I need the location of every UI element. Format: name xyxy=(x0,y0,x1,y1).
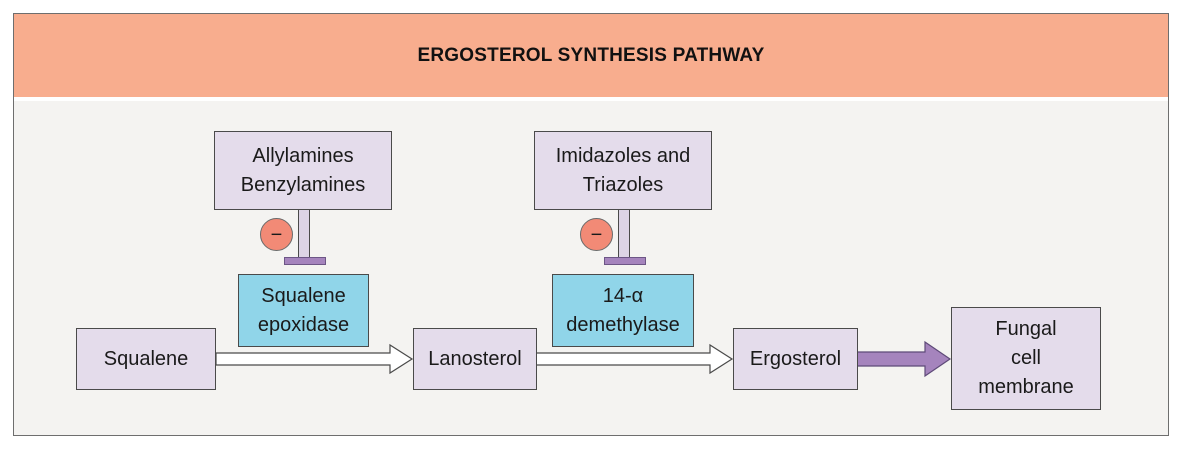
enzyme-label-line: demethylase xyxy=(566,313,680,336)
inhibition-stem xyxy=(618,210,630,257)
enzyme-squalene-epoxidase-box: Squalene epoxidase xyxy=(238,274,369,347)
inhibitor-label-line: Allylamines xyxy=(252,144,354,167)
arrow-ergosterol-to-membrane xyxy=(856,340,952,378)
inhibition-minus-icon: − xyxy=(580,218,613,251)
fungal-cell-membrane-box: Fungal cell membrane xyxy=(951,307,1101,410)
enzyme-label-line: Squalene xyxy=(261,284,346,307)
arrow-lanosterol-to-ergosterol xyxy=(535,343,734,375)
ergosterol-label: Ergosterol xyxy=(749,347,842,370)
membrane-label-line: Fungal xyxy=(995,318,1057,340)
inhibitor-label-line: Imidazoles and xyxy=(555,144,691,167)
header-separator xyxy=(14,97,1168,101)
inhibition-bar xyxy=(604,257,646,265)
squalene-label: Squalene xyxy=(103,347,189,370)
inhibitor-label-line: Triazoles xyxy=(582,173,664,196)
header-banner: ERGOSTEROL SYNTHESIS PATHWAY xyxy=(14,14,1168,97)
inhibition-minus-icon: − xyxy=(260,218,293,251)
enzyme-label-line: 14-α xyxy=(602,284,644,307)
lanosterol-box: Lanosterol xyxy=(413,328,537,390)
arrows-layer xyxy=(215,340,952,378)
diagram-frame: ERGOSTEROL SYNTHESIS PATHWAY Allylamines… xyxy=(13,13,1169,436)
diagram-title: ERGOSTEROL SYNTHESIS PATHWAY xyxy=(417,44,765,66)
inhibition-stem xyxy=(298,210,310,257)
arrow-squalene-to-lanosterol xyxy=(215,343,414,375)
lanosterol-label: Lanosterol xyxy=(428,347,522,370)
membrane-label-line: cell xyxy=(1010,347,1041,369)
membrane-label-line: membrane xyxy=(978,376,1074,398)
inhibitor-label-line: Benzylamines xyxy=(240,173,366,196)
ergosterol-box: Ergosterol xyxy=(733,328,858,390)
enzyme-demethylase-box: 14-α demethylase xyxy=(552,274,694,347)
squalene-box: Squalene xyxy=(76,328,216,390)
inhibition-bar xyxy=(284,257,326,265)
enzyme-label-line: epoxidase xyxy=(257,313,350,336)
inhibitor-allylamines-box: Allylamines Benzylamines xyxy=(214,131,392,210)
inhibitor-azoles-box: Imidazoles and Triazoles xyxy=(534,131,712,210)
